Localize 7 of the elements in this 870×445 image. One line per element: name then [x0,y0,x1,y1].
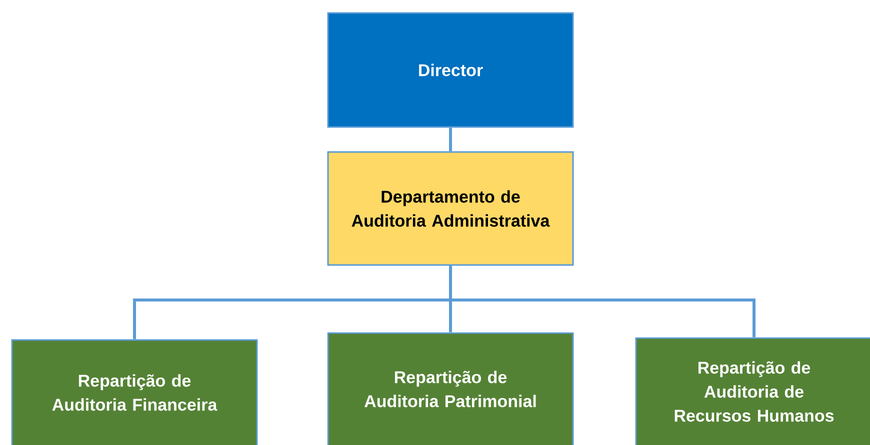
org-box: Repartição de Auditoria Patrimonial [327,332,574,445]
org-box: Director [327,12,574,128]
org-box: Repartição de Auditoria de Recursos Humanos [635,337,870,445]
connector-line [449,266,756,338]
org-box: Repartição de Auditoria Financeira [11,339,258,445]
connector-line [449,128,452,152]
org-box: Departamento de Auditoria Administrativa [327,151,574,266]
